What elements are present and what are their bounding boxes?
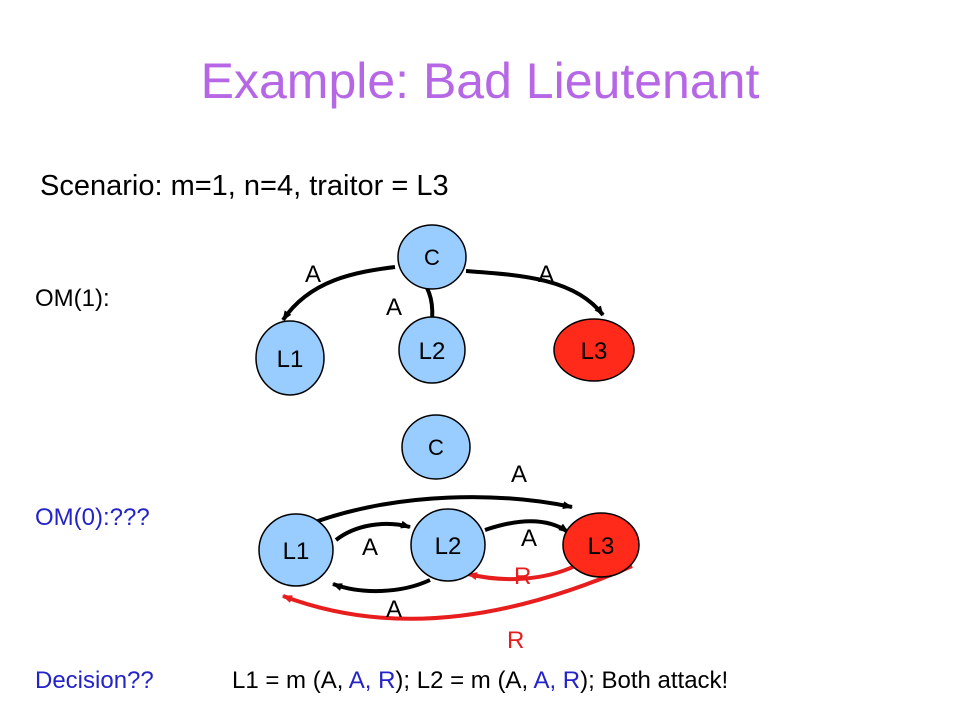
decision-part: L1 = m (A, <box>232 667 349 694</box>
om0-node-c: C <box>401 414 471 480</box>
om1-arrow-c-l3 <box>465 269 605 317</box>
om1-node-l3-label: L3 <box>581 338 608 365</box>
om1-node-l2-label: L2 <box>419 338 446 365</box>
om0-arrow-l3-l1 <box>282 564 633 621</box>
om0-node-l2-label: L2 <box>435 533 462 560</box>
om0-edge-label-l3-l1: R <box>507 627 524 654</box>
page-title: Example: Bad Lieutenant <box>200 53 760 109</box>
om1-node-l1: L1 <box>255 320 325 396</box>
om1-node-c: C <box>397 224 467 290</box>
om0-edge-label-l2-l3: A <box>521 525 537 552</box>
scenario-text: Scenario: m=1, n=4, traitor = L3 <box>40 170 449 202</box>
om1-node-c-label: C <box>424 245 440 270</box>
om1-edge-label-c-l1: A <box>305 261 321 288</box>
decision-text: L1 = m (A, A, R); L2 = m (A, A, R); Both… <box>232 667 728 694</box>
om1-label: OM(1): <box>35 285 110 312</box>
om0-node-l3: L3 <box>562 512 640 578</box>
om0-node-c-label: C <box>428 435 444 460</box>
om0-edge-label-l1-l3: A <box>511 461 527 488</box>
om0-label: OM(0):??? <box>35 504 150 531</box>
om0-node-l1-label: L1 <box>283 538 310 565</box>
om0-node-l2: L2 <box>410 508 486 582</box>
om0-edge-label-l2-l1: A <box>386 596 402 623</box>
om1-arrow-c-l1 <box>281 265 396 322</box>
decision-part: ); Both attack! <box>580 667 728 694</box>
om0-arrow-l2-l1 <box>332 578 431 594</box>
om1-node-l3: L3 <box>553 318 635 382</box>
om0-edge-label-l1-l2: A <box>362 534 378 561</box>
om0-edge-label-l3-l2: R <box>514 563 531 590</box>
decision-part: A, R <box>533 667 580 694</box>
om1-node-l2: L2 <box>398 316 466 384</box>
om0-arrow-l2-l3 <box>484 519 570 534</box>
om0-arrow-l1-l2 <box>334 520 411 542</box>
om1-edge-label-c-l2: A <box>386 294 402 321</box>
decision-part: ); L2 = m (A, <box>395 667 533 694</box>
om0-node-l3-label: L3 <box>588 533 615 560</box>
om0-arrow-l3-l2 <box>467 564 576 582</box>
decision-label: Decision?? <box>35 667 154 694</box>
om1-edge-label-c-l3: A <box>538 261 554 288</box>
om0-arrow-l1-l3 <box>314 495 573 524</box>
decision-part: A, R <box>349 667 396 694</box>
om0-node-l1: L1 <box>258 513 334 587</box>
om1-node-l1-label: L1 <box>277 346 304 373</box>
